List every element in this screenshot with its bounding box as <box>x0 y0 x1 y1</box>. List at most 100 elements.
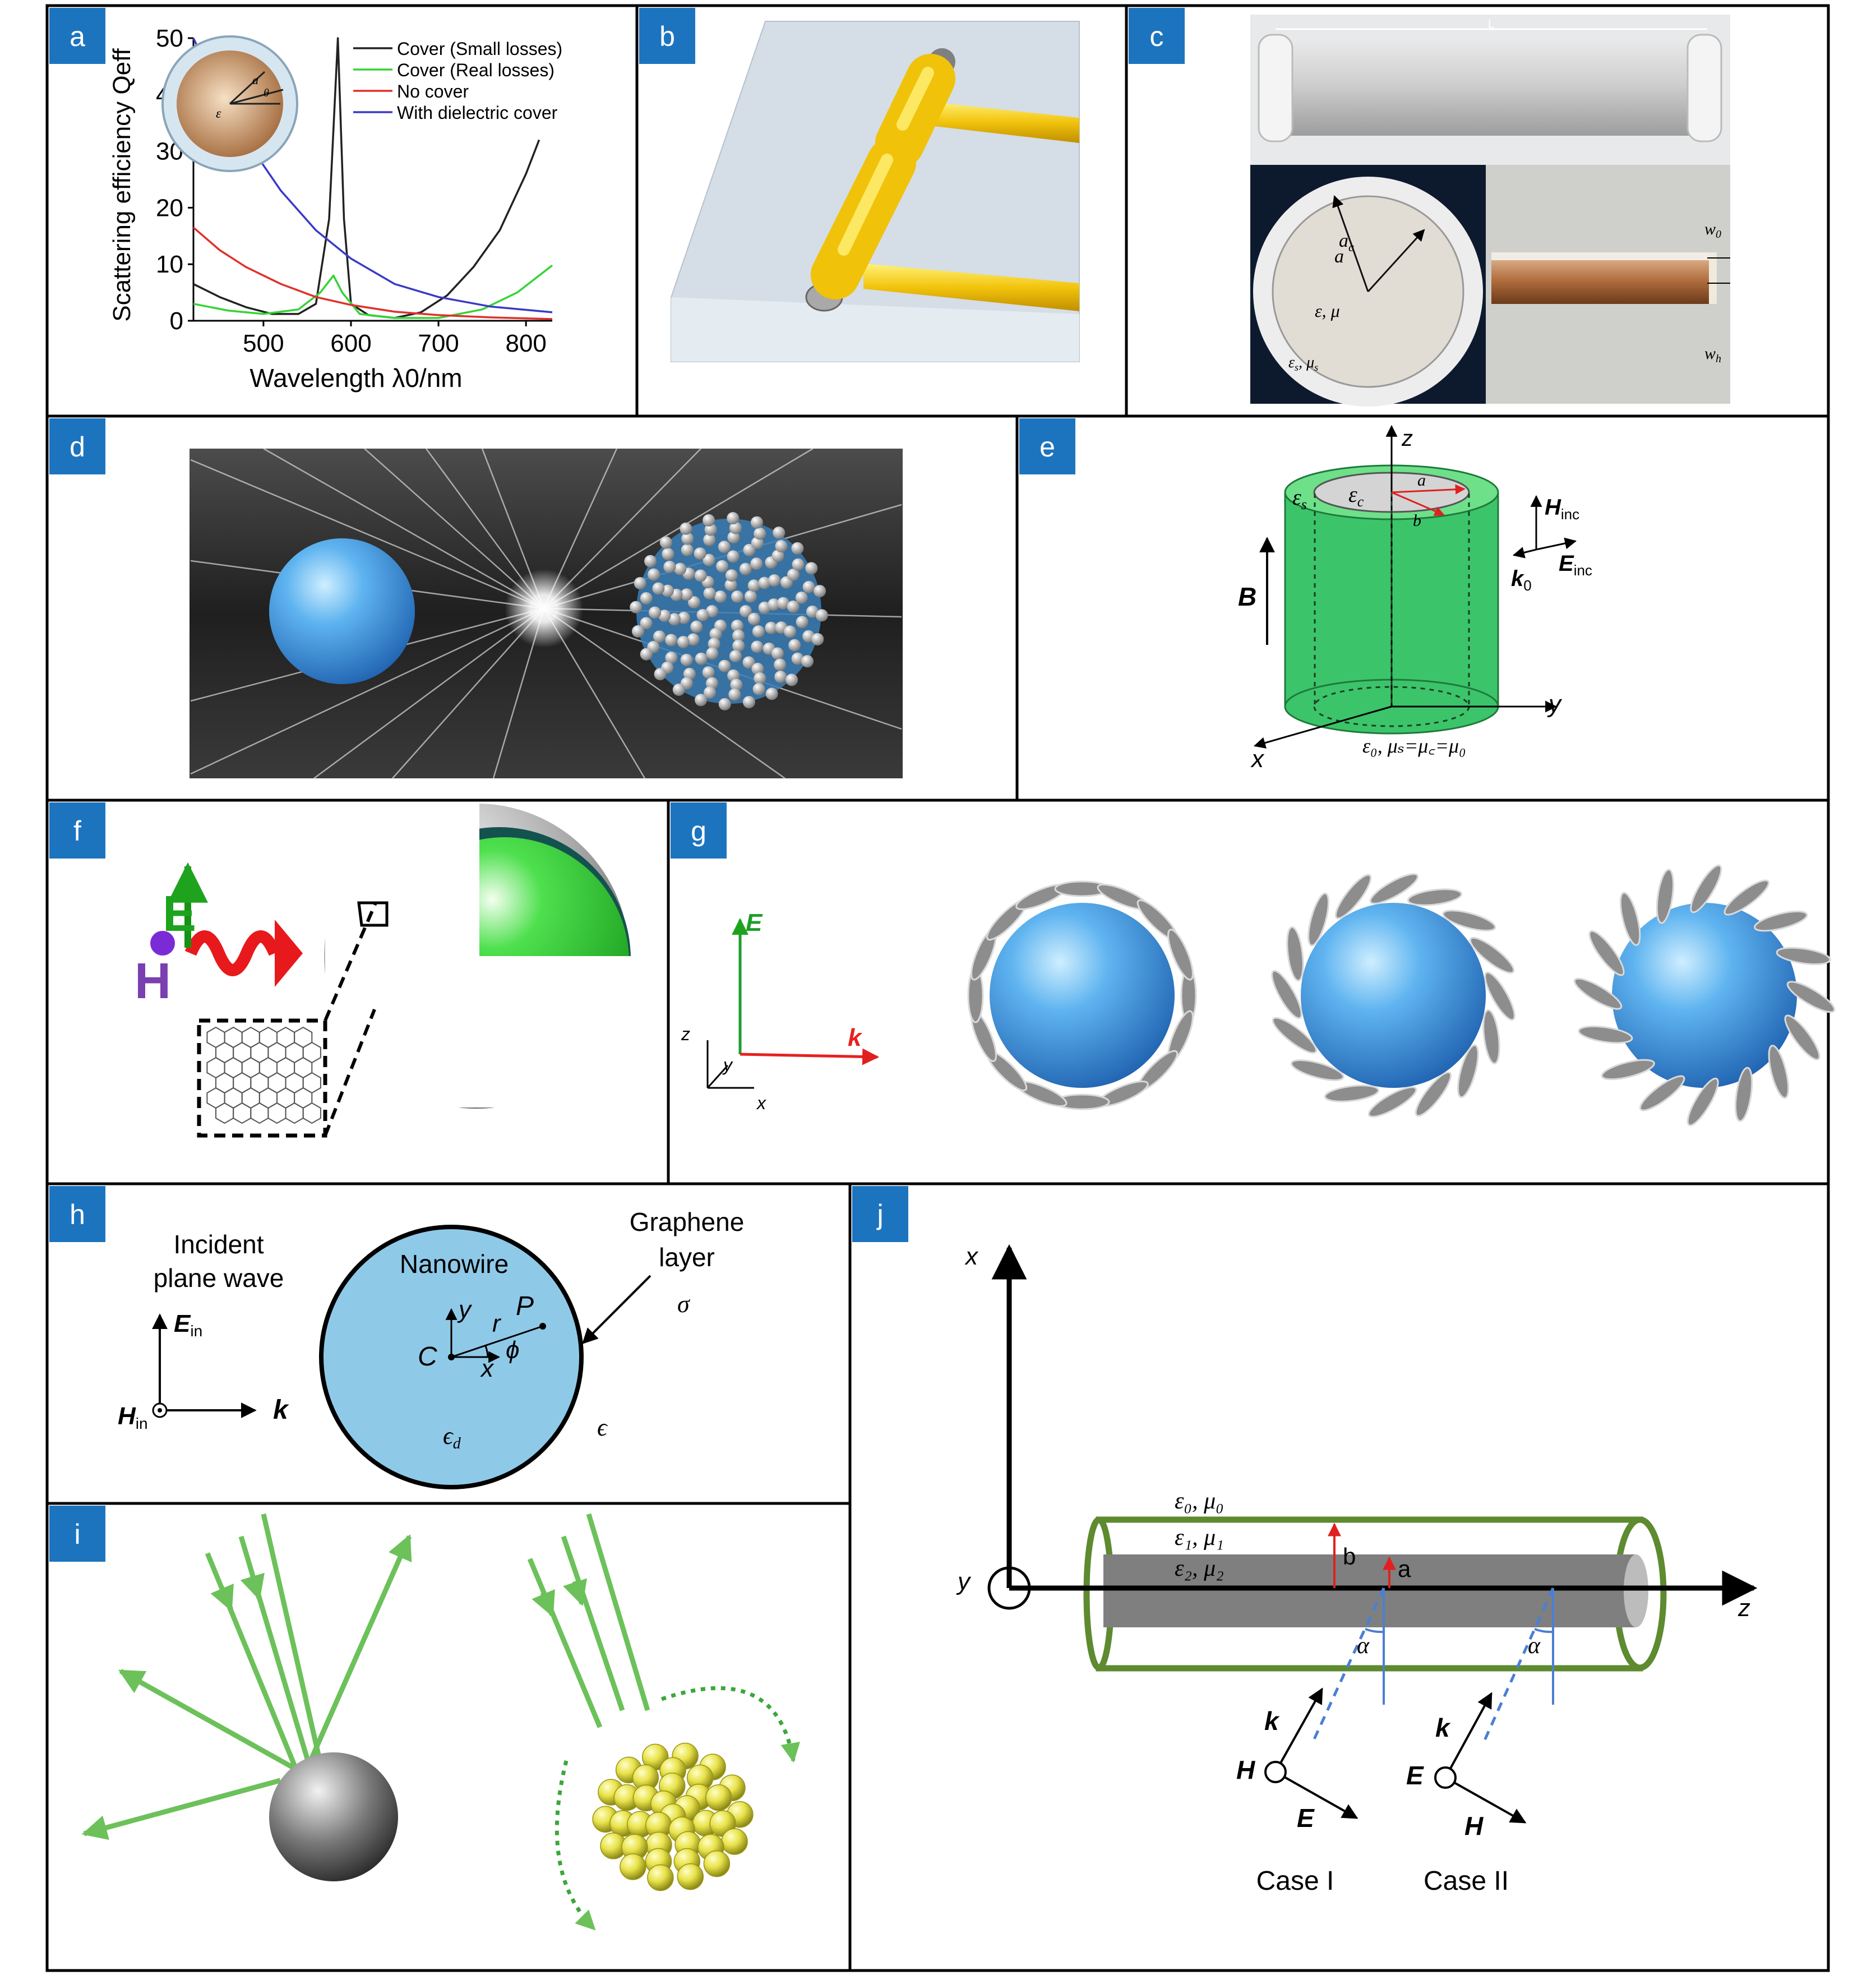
nanoparticle <box>668 613 681 626</box>
x-tick-label: 800 <box>505 330 546 357</box>
e-label-1: E <box>1297 1803 1315 1833</box>
panel-f: f E H <box>49 802 631 1138</box>
nanoparticle <box>751 640 764 653</box>
nanoparticle <box>765 687 778 700</box>
ellipsoid-particle <box>1167 929 1194 981</box>
incident-line2: plane wave <box>154 1263 284 1293</box>
nanoparticle <box>695 694 708 707</box>
gold-nanoparticle <box>677 1863 704 1890</box>
k-label-2: k <box>1435 1713 1451 1742</box>
nanoparticle <box>648 568 660 581</box>
nanoparticle <box>806 605 819 618</box>
y-tick-label: 20 <box>156 194 183 222</box>
ellipsoid-particle <box>1588 930 1625 976</box>
radius-b-label: b <box>1413 511 1421 530</box>
h-inc-label: Hinc <box>1545 495 1579 523</box>
nanoparticle <box>677 611 690 624</box>
inset-a-label: a <box>252 73 258 87</box>
x-axis-label: x <box>756 1093 766 1113</box>
light-ray <box>190 459 544 610</box>
nanoparticle <box>788 639 801 652</box>
nanoparticle <box>811 633 824 645</box>
panel-b-letter: b <box>659 21 675 52</box>
nanoparticle <box>694 569 707 582</box>
e-field-label: E <box>163 886 196 942</box>
cross-section-photo: a ac ε, μ εs, μs <box>1250 165 1486 407</box>
k-label: k <box>273 1395 289 1425</box>
nanoparticle <box>742 696 755 709</box>
eps-label: ϵ <box>597 1414 608 1441</box>
nanoparticle <box>644 555 657 567</box>
ellipsoid-particle <box>1723 879 1770 916</box>
nanoparticle <box>706 677 719 690</box>
incident-line1: Incident <box>173 1230 264 1259</box>
nanoparticle <box>787 600 800 613</box>
wh-label: wh <box>1704 344 1721 365</box>
nanoparticle <box>727 550 740 563</box>
nanoparticle <box>791 652 804 665</box>
nanoparticle <box>652 582 665 595</box>
nanoparticle <box>742 656 755 669</box>
y-axis-label: y <box>722 1055 733 1075</box>
y-axis-label: y <box>1547 690 1563 718</box>
ambient-label: ε₀, μₛ=μ꜀=μ₀ <box>1362 735 1466 757</box>
nanoparticle <box>728 688 741 701</box>
nanoparticle <box>665 652 678 665</box>
panel-d-letter: d <box>70 431 85 463</box>
e-inc-label: Einc <box>1559 551 1592 579</box>
ellipsoid-particle <box>1686 1077 1719 1127</box>
nanoparticle <box>677 635 690 648</box>
lattice-cell <box>302 1102 321 1124</box>
nanoparticle <box>795 591 808 604</box>
x-axis-label: x <box>1250 745 1265 773</box>
nanoparticle <box>703 533 716 546</box>
graphene-line2: layer <box>659 1243 715 1272</box>
panel-c-letter: c <box>1150 21 1164 52</box>
e-in-label: Ein <box>174 1310 202 1340</box>
nanoparticle <box>796 616 808 629</box>
graphene-lattice-inset <box>197 901 389 1138</box>
legend-label: Cover (Small losses) <box>397 39 562 59</box>
nanoparticle <box>631 625 644 638</box>
cylinder-photo: L <box>1250 15 1730 165</box>
panel-a-letter: a <box>70 21 85 52</box>
nanoparticle <box>665 634 678 647</box>
nanoparticle <box>814 585 826 598</box>
nanoparticle <box>802 580 815 593</box>
layer0-label: ε₀, μ₀ <box>1175 1488 1224 1514</box>
r-label: r <box>492 1310 502 1337</box>
nanoparticle <box>709 627 722 640</box>
nanoparticle <box>729 522 742 534</box>
nanoparticle <box>732 629 745 642</box>
gold-nanoparticle <box>620 1853 646 1880</box>
ellipsoid-particle <box>1776 947 1831 965</box>
nanoparticle <box>653 630 666 643</box>
nanoparticle <box>703 553 715 566</box>
h-label-1: H <box>1236 1755 1255 1784</box>
nanoparticle <box>727 512 740 525</box>
panel-borders <box>45 4 1830 1972</box>
core-material-label: ε, μ <box>1315 301 1340 321</box>
c-label: C <box>418 1342 437 1372</box>
layer2-label: ε₂, μ₂ <box>1175 1556 1224 1581</box>
ellipsoid-particle <box>1286 926 1304 982</box>
inset-theta-label: θ <box>264 87 269 99</box>
panel-b: b <box>639 8 1080 362</box>
nanoparticle <box>714 590 727 603</box>
nanoparticle <box>663 560 676 573</box>
ellipsoid-particle <box>1690 864 1722 913</box>
nanoparticle <box>758 576 771 589</box>
panel-e: e z y x εs εc a b Hinc <box>1019 418 1592 773</box>
axes-gizmo: E k z y x <box>681 909 879 1113</box>
incident-wave-symbol: E H <box>135 862 303 1009</box>
nanoparticle <box>640 617 653 630</box>
ellipsoid-particle <box>1367 1086 1417 1118</box>
light-ray <box>313 607 544 779</box>
panel-h: h Incident plane wave Ein Hin k Nanowire… <box>49 1186 744 1489</box>
shell-material-label: εs, μs <box>1288 354 1318 373</box>
gold-nanoparticle <box>647 1864 674 1891</box>
nanoparticle <box>754 527 766 540</box>
ellipsoid-particle <box>1307 892 1329 947</box>
nanoparticle <box>640 592 653 605</box>
